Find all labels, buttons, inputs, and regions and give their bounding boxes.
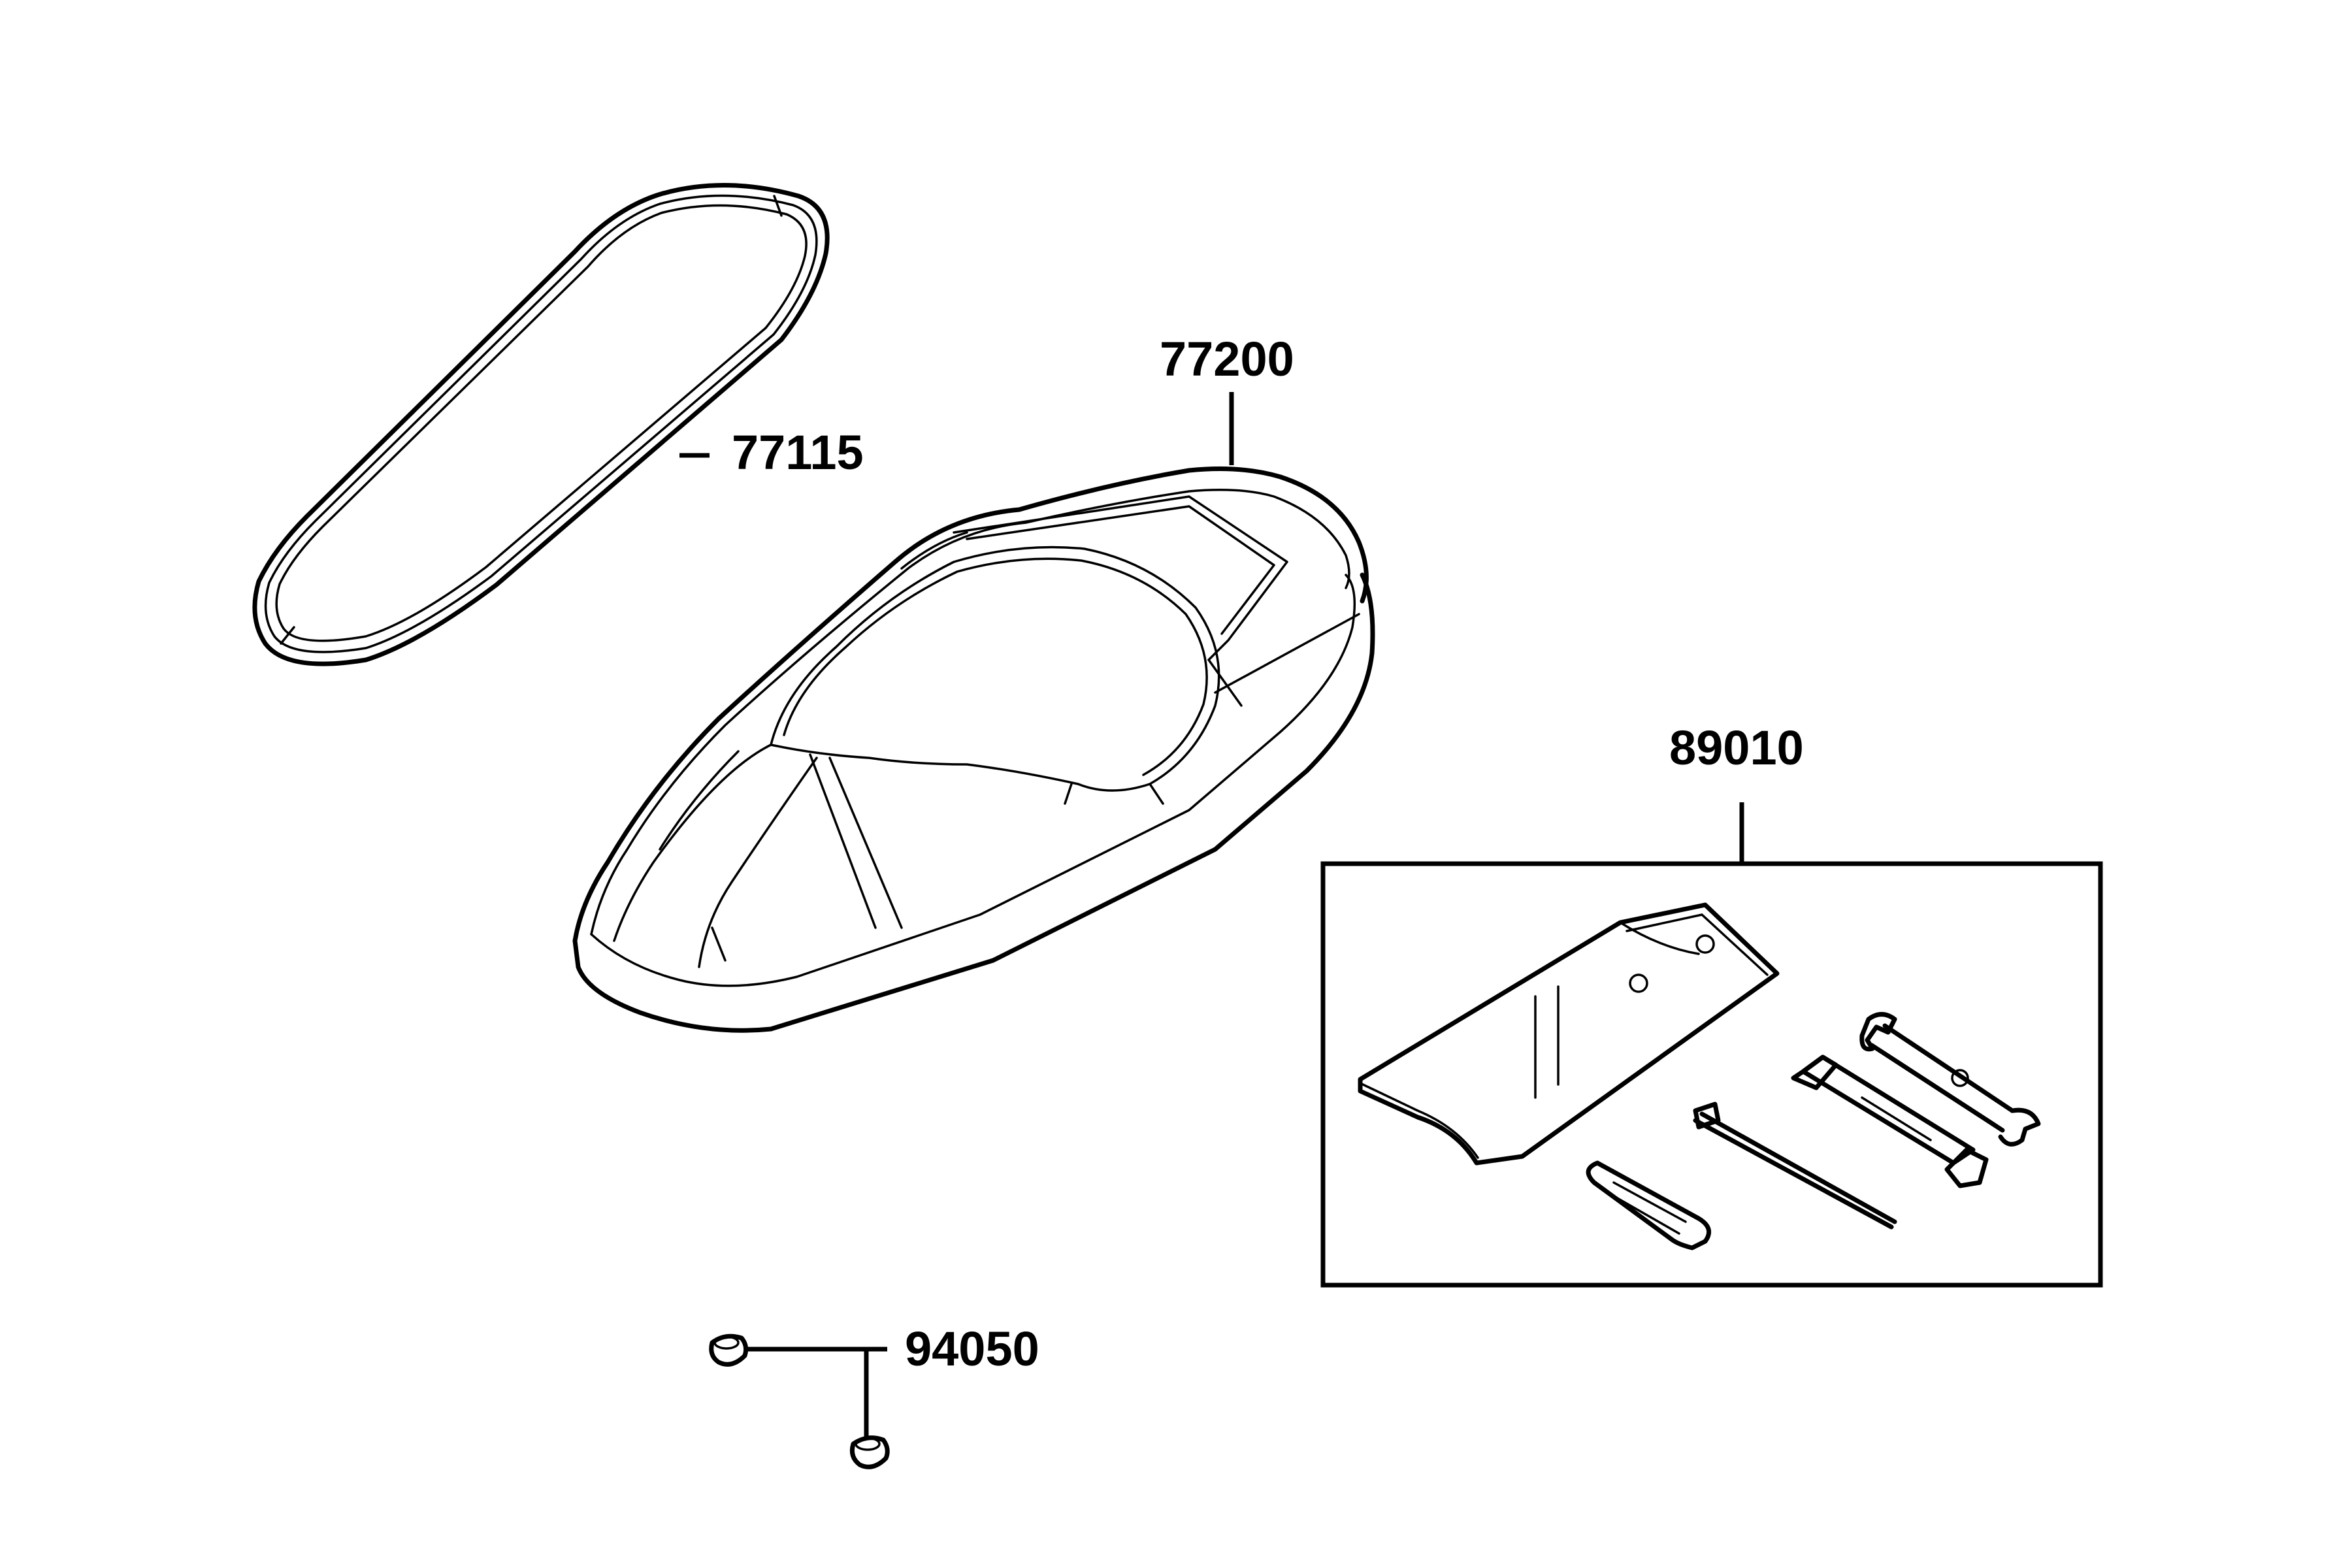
bag-button-top <box>1695 934 1715 954</box>
seat <box>572 466 1375 1033</box>
seat-seal-ring <box>252 183 830 666</box>
screwdriver-handle <box>1586 1160 1712 1250</box>
tool-bag <box>1358 902 1780 1166</box>
bag-button-bottom <box>1629 973 1648 993</box>
nut-upper <box>709 1333 749 1367</box>
part-number-89010: 89010 <box>1669 721 1804 775</box>
part-number-77200: 77200 <box>1160 332 1294 386</box>
box-spanner <box>1791 1054 1989 1188</box>
wrench <box>1859 1012 2041 1147</box>
part-number-77115: 77115 <box>732 425 864 480</box>
tool-kit-frame <box>1320 861 2103 1288</box>
nut-leader-lines <box>745 1347 887 1437</box>
part-number-94050: 94050 <box>905 1322 1039 1376</box>
nut-lower <box>849 1435 890 1469</box>
screwdriver-bit <box>1693 1102 1897 1230</box>
